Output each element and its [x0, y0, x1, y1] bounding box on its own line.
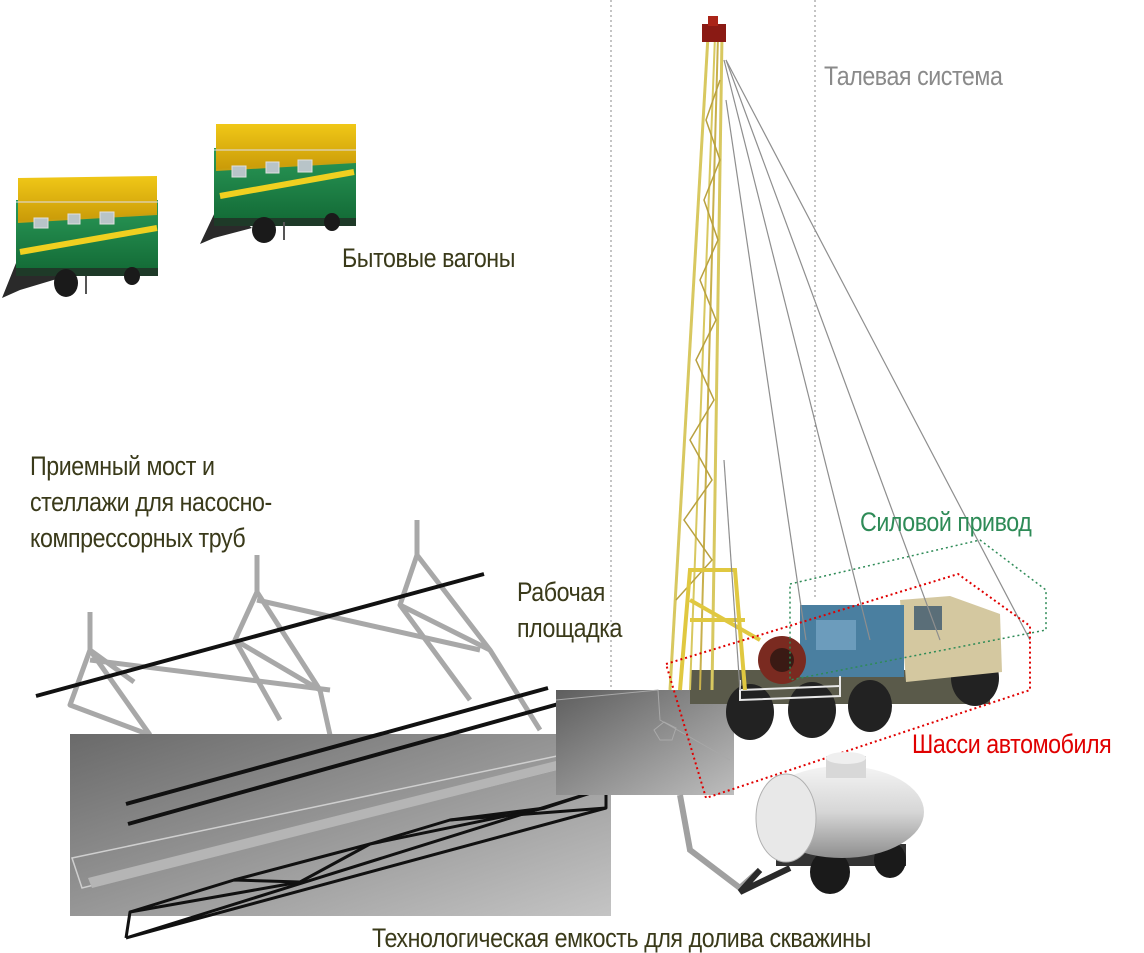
label-living-trailers-text: Бытовые вагоны	[342, 243, 515, 273]
label-pipe-bridge-line-2: стеллажи для насосно-	[30, 487, 272, 517]
label-work-platform-line-2: площадка	[517, 613, 623, 643]
crown-block	[702, 16, 726, 42]
label-work-platform-line-1: Рабочая	[517, 577, 605, 607]
guy-wires	[723, 59, 1031, 691]
pipes	[35, 572, 581, 826]
label-tank: Технологическая емкость для долива скваж…	[372, 920, 871, 953]
label-pipe-bridge-line-1: Приемный мост и	[30, 451, 215, 481]
label-work-platform: Рабочая площадка	[517, 574, 622, 646]
mast-tower	[668, 35, 724, 691]
label-truck-chassis-text: Шасси автомобиля	[912, 729, 1112, 759]
label-hoist-system-text: Талевая система	[824, 61, 1003, 91]
label-power-drive-text: Силовой привод	[860, 507, 1032, 537]
label-truck-chassis: Шасси автомобиля	[912, 726, 1112, 762]
tank-trailer	[737, 752, 924, 895]
label-pipe-bridge-line-3: компрессорных труб	[30, 523, 246, 553]
living-trailer-right	[200, 124, 357, 244]
lower-truss	[124, 786, 608, 940]
work-platform-block	[555, 689, 763, 892]
chassis-outline	[664, 572, 1031, 800]
label-living-trailers: Бытовые вагоны	[342, 240, 515, 276]
living-trailer-left	[2, 176, 158, 298]
label-hoist-system: Талевая система	[824, 58, 1003, 94]
label-tank-text: Технологическая емкость для долива скваж…	[372, 923, 871, 953]
label-power-drive: Силовой привод	[860, 504, 1032, 540]
label-pipe-bridge: Приемный мост и стеллажи для насосно- ко…	[30, 448, 272, 556]
mast-base	[678, 568, 761, 691]
